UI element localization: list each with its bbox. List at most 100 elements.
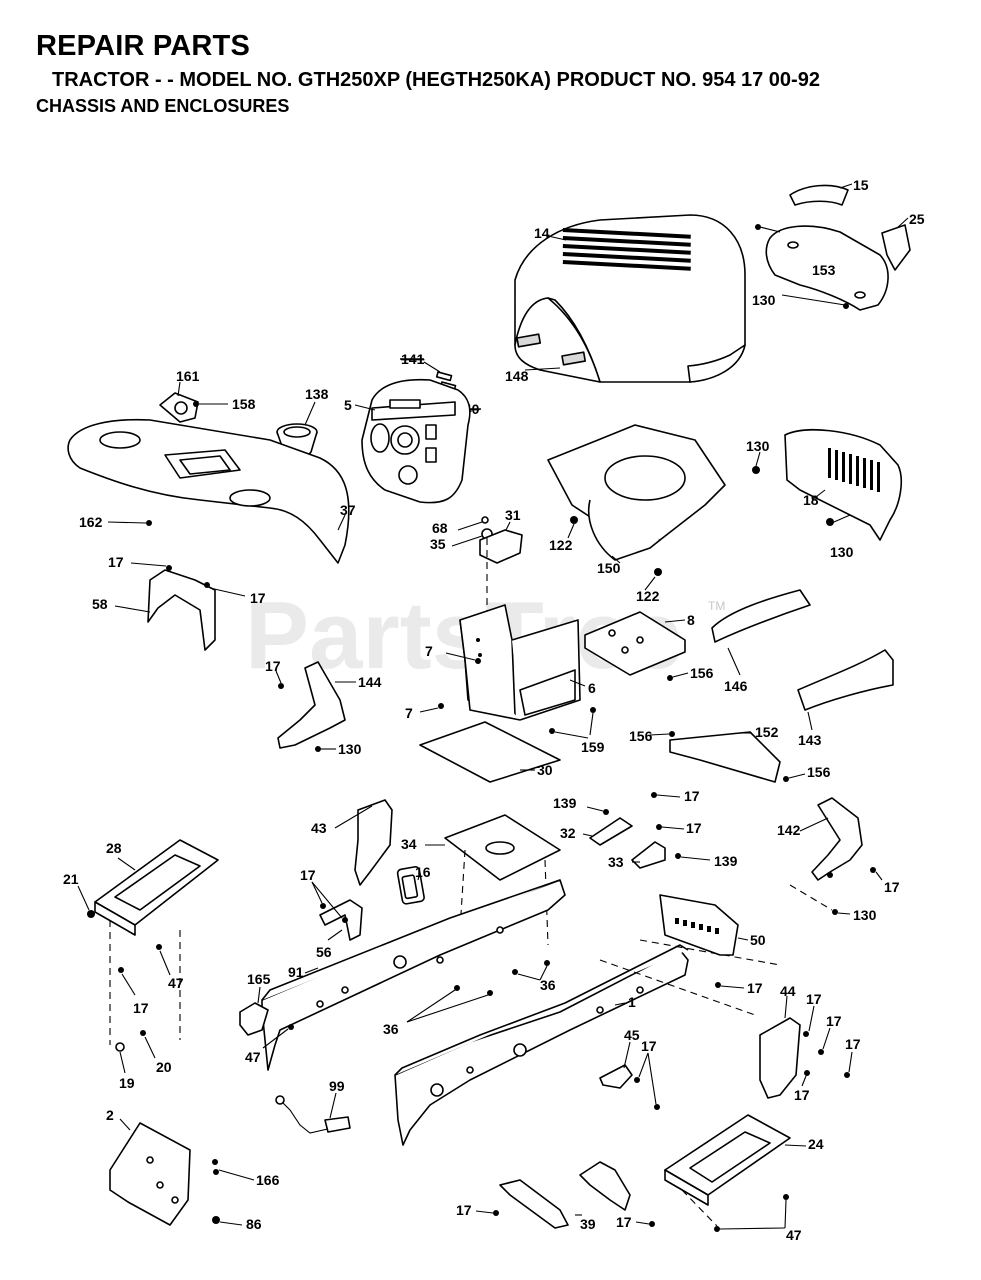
callout-24: 24 [808,1136,824,1152]
callout-35: 35 [430,536,446,552]
callout-99: 99 [329,1078,345,1094]
callout-17: 17 [265,658,281,674]
callout-17: 17 [884,879,900,895]
console-box-part[interactable] [459,604,581,721]
bracket-45-part[interactable] [599,1064,633,1089]
callout-122: 122 [549,537,573,553]
callout-130: 130 [752,292,776,308]
callout-139: 139 [714,853,738,869]
frame-rail-left-part[interactable] [261,879,566,1071]
callout-14: 14 [534,225,550,241]
callout-161: 161 [176,368,200,384]
callout-17: 17 [826,1013,842,1029]
bracket-56-part[interactable] [319,899,363,941]
callout-156: 156 [807,764,831,780]
floor-plate-part[interactable] [419,721,561,783]
callout-36: 36 [540,977,556,993]
callout-166: 166 [256,1172,280,1188]
callout-8: 8 [687,612,695,628]
callout-139: 139 [553,795,577,811]
bracket-43-part[interactable] [354,799,393,886]
callout-34: 34 [401,836,417,852]
callout-143: 143 [798,732,822,748]
fender-bracket-part[interactable] [147,569,216,651]
callout-21: 21 [63,871,79,887]
callout-19: 19 [119,1075,135,1091]
hood-part[interactable] [514,214,746,383]
callout-153: 153 [812,262,836,278]
watermark-tm: TM [708,599,725,613]
callout-28: 28 [106,840,122,856]
callout-15: 15 [853,177,869,193]
callout-17: 17 [686,820,702,836]
callout-20: 20 [156,1059,172,1075]
fender-part[interactable] [67,418,350,564]
footrest-left-part[interactable] [94,839,219,936]
side-panel-143-part[interactable] [797,649,894,711]
callout-130: 130 [830,544,854,560]
callout-47: 47 [245,1049,261,1065]
callout-44: 44 [780,983,796,999]
callout-144: 144 [358,674,382,690]
bracket-39-part[interactable] [499,1161,631,1229]
callout-37: 37 [340,502,356,518]
callout-165: 165 [247,971,271,987]
callout-47: 47 [786,1227,802,1243]
callout-30: 30 [537,762,553,778]
callout-6: 6 [588,680,596,696]
callout-148: 148 [505,368,529,384]
callout-146: 146 [724,678,748,694]
callout-33: 33 [608,854,624,870]
dash-lower-part[interactable] [547,424,726,561]
mount-plate-8-part[interactable] [584,611,686,676]
bracket-142-part[interactable] [811,797,863,881]
front-bracket-2-part[interactable] [109,1122,191,1226]
page-title: REPAIR PARTS [36,30,251,62]
footrest-right-part[interactable] [664,1114,791,1206]
callout-17: 17 [794,1087,810,1103]
grille-part[interactable] [784,429,902,541]
rod-99-part[interactable] [275,1095,351,1134]
callout-17: 17 [300,867,316,883]
bracket-31-part[interactable] [479,529,523,564]
callout-142: 142 [777,822,801,838]
lens-cover-part[interactable] [881,224,911,271]
section-title: CHASSIS AND ENCLOSURES [36,96,290,116]
bracket-165-part[interactable] [239,1002,269,1036]
bracket-44-part[interactable] [759,1017,801,1099]
callout-162: 162 [79,514,103,530]
callout-25: 25 [909,211,925,227]
callout-17: 17 [845,1036,861,1052]
main-frame-part[interactable] [394,944,689,1146]
side-panel-146-part[interactable] [711,589,811,643]
callout-156: 156 [629,728,653,744]
callout-5: 5 [344,397,352,413]
bracket-144-part[interactable] [277,661,346,749]
callout-17: 17 [108,554,124,570]
callout-122: 122 [636,588,660,604]
callout-17: 17 [133,1000,149,1016]
bracket-50-part[interactable] [659,894,739,956]
callout-43: 43 [311,820,327,836]
dash-panel-part[interactable] [361,378,471,504]
callout-36: 36 [383,1021,399,1037]
lens-part[interactable] [789,184,849,206]
bracket-32-part[interactable] [589,817,633,846]
callout-45: 45 [624,1027,640,1043]
callout-2: 2 [106,1107,114,1123]
panel-152-part[interactable] [669,731,781,783]
callout-17: 17 [250,590,266,606]
callout-56: 56 [316,944,332,960]
callout-47: 47 [168,975,184,991]
callout-130: 130 [746,438,770,454]
callout-17: 17 [616,1214,632,1230]
seat-plate-34-part[interactable] [444,814,561,881]
bracket-33-part[interactable] [631,841,666,869]
model-subtitle: TRACTOR - - MODEL NO. GTH250XP (HEGTH250… [52,69,820,91]
callout-158: 158 [232,396,256,412]
callout-17: 17 [641,1038,657,1054]
callout-159: 159 [581,739,605,755]
callout-17: 17 [684,788,700,804]
callout-130: 130 [853,907,877,923]
